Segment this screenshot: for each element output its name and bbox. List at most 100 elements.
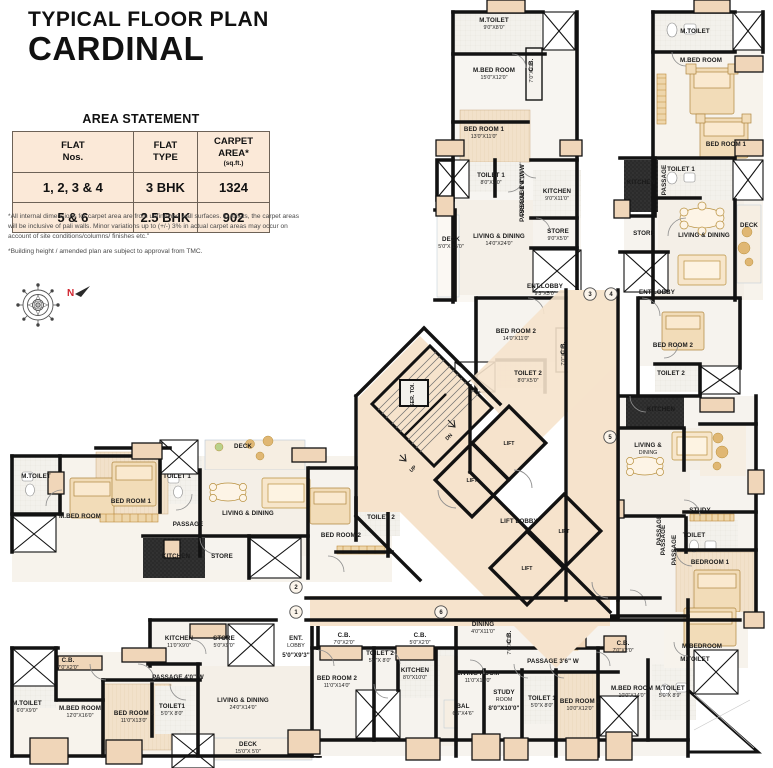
flat-number-marker: 6 xyxy=(434,605,448,619)
room-label: C.B.7'0"X2'0" xyxy=(528,58,535,82)
room-name: BEDROOM 1 xyxy=(691,559,730,566)
room-name: DECK xyxy=(442,236,460,243)
page-title: CARDINAL xyxy=(28,30,205,68)
page-title-subtitle: TYPICAL FLOOR PLAN xyxy=(28,8,269,31)
room-name: PASSAGE 3'6" W xyxy=(527,658,579,665)
room-name: DECK xyxy=(234,443,252,450)
room-dimension: 7'0"X2'0" xyxy=(529,61,535,82)
room-dimension: 9'3"X5'0" xyxy=(534,291,555,297)
room-dimension: ROOM xyxy=(496,697,512,703)
room-name: KITCHEN xyxy=(543,188,572,195)
room-label: LIVING & DINING xyxy=(678,232,730,239)
central-core: UP DN UP DN SER. TOI. LIFT xyxy=(304,165,742,668)
room-name: KITCHEN xyxy=(162,553,191,560)
room-label: C.B.7'0"X2'0" xyxy=(560,341,567,365)
room-name: C.B. xyxy=(560,341,567,354)
room-label: BED ROOM 1 xyxy=(111,498,152,505)
flat-marker-circle xyxy=(434,605,448,619)
room-name: M.BED ROOM xyxy=(59,513,101,520)
room-dimension: 10'0"X14'0" xyxy=(619,693,646,699)
room-dimension: 5'0"X2'0" xyxy=(409,640,430,646)
room-label: C.B.7'0"X2'0" xyxy=(612,640,633,654)
room-label: 8'0"X10'0" xyxy=(488,705,519,712)
flat-marker-circle xyxy=(289,605,303,619)
room-label: KITCHEN xyxy=(627,179,656,186)
flat-marker-circle xyxy=(603,430,617,444)
room-dimension: 24'0"X14'0" xyxy=(230,705,257,711)
room-dimension: 7'0"X2'0" xyxy=(57,665,78,671)
column-header-flat-type: FLAT TYPE xyxy=(132,131,199,173)
room-name: C.B. xyxy=(414,632,427,639)
room-dimension: LOBBY xyxy=(287,643,305,649)
room-dimension: 11'0"X13'0" xyxy=(121,718,148,724)
room-label: LIVING &DINING xyxy=(634,442,662,456)
room-label: C.B.7'0"X2'0" xyxy=(333,632,354,646)
cell-carpet-area: 902 xyxy=(197,201,270,233)
room-dimension: 8'0"X5'0" xyxy=(517,378,538,384)
room-label: BED ROOM 113'0"X11'0" xyxy=(464,126,505,140)
room-name: KITCHEN xyxy=(165,635,194,642)
disclaimer-line-2: *Building height / amended plan are subj… xyxy=(8,248,203,256)
room-name: DECK xyxy=(239,741,257,748)
room-label: C.B.7'0"X2'0" xyxy=(57,657,78,671)
room-dimension: 15'0"X12'0" xyxy=(481,75,508,81)
room-name: M.BED ROOM xyxy=(611,685,653,692)
room-name: BED ROOM 1 xyxy=(111,498,152,505)
room-label: ENT.LOBBY xyxy=(287,635,305,649)
room-name: C.B. xyxy=(338,632,351,639)
room-name: TOILET xyxy=(683,532,706,539)
room-label: BED ROOM 2 xyxy=(321,532,362,539)
room-dimension: 9'0"X5'0" xyxy=(547,236,568,242)
room-label: BED ROOM 214'0"X11'0" xyxy=(496,328,537,342)
room-name: 5'0"X9'3" xyxy=(282,652,310,659)
room-label: TOILET 15'0"X 8'0" xyxy=(528,695,556,709)
room-label: TOILET 1 xyxy=(667,166,695,173)
room-dimension: 6'0"X9'0" xyxy=(16,708,37,714)
room-name: M.BED ROOM xyxy=(680,57,722,64)
room-dimension: 8'0"X10'0" xyxy=(403,675,427,681)
flat-marker-number: 5 xyxy=(608,435,612,441)
area-statement-table: FLAT Nos. FLAT TYPE CARPET AREA* (sq.ft.… xyxy=(12,131,270,233)
room-label: PASSAGE xyxy=(173,521,204,528)
cell-carpet-area: 1324 xyxy=(197,171,270,203)
room-name: BED ROOM 1 xyxy=(706,141,747,148)
room-name: STUDY xyxy=(493,689,515,696)
room-dimension: 12'0"X16'0" xyxy=(67,713,94,719)
room-name: LIVING & DINING xyxy=(222,510,274,517)
room-name: C.B. xyxy=(506,630,513,643)
room-label: BED ROOM 1 xyxy=(706,141,747,148)
room-name: TOILET 2 xyxy=(657,370,685,377)
flat-marker-circle xyxy=(583,287,597,301)
room-label: STUDY xyxy=(689,507,711,514)
room-label: KITCHEN xyxy=(162,553,191,560)
room-name: BED ROOM 2 xyxy=(321,532,362,539)
room-name: LIVING & DINING xyxy=(678,232,730,239)
room-dimension: 10'0"X12'0" xyxy=(567,706,594,712)
room-label: M.TOILET xyxy=(21,473,51,480)
room-name: STUDY xyxy=(689,507,711,514)
table-row: 1, 2, 3 & 4 3 BHK 1324 xyxy=(12,171,270,203)
room-name: PASSAGE xyxy=(173,521,204,528)
room-label: TOILET xyxy=(683,532,706,539)
room-name: 8'0"X10'0" xyxy=(488,705,519,712)
flat-number-marker: 4 xyxy=(604,287,618,301)
room-name: DINING xyxy=(472,621,494,628)
room-name: M.TOILET xyxy=(479,17,509,24)
flat-marker-number: 4 xyxy=(609,292,613,298)
cell-flat-nos: 1, 2, 3 & 4 xyxy=(12,171,134,203)
room-name: KITCHEN xyxy=(647,406,676,413)
flat-marker-number: 6 xyxy=(439,610,443,616)
room-name: M.TOILET xyxy=(680,28,710,35)
room-name: BED ROOM 2 xyxy=(653,342,694,349)
disclaimer-text: *All internal dimensions for carpet area… xyxy=(8,212,308,262)
room-name: ENT. xyxy=(289,635,303,642)
